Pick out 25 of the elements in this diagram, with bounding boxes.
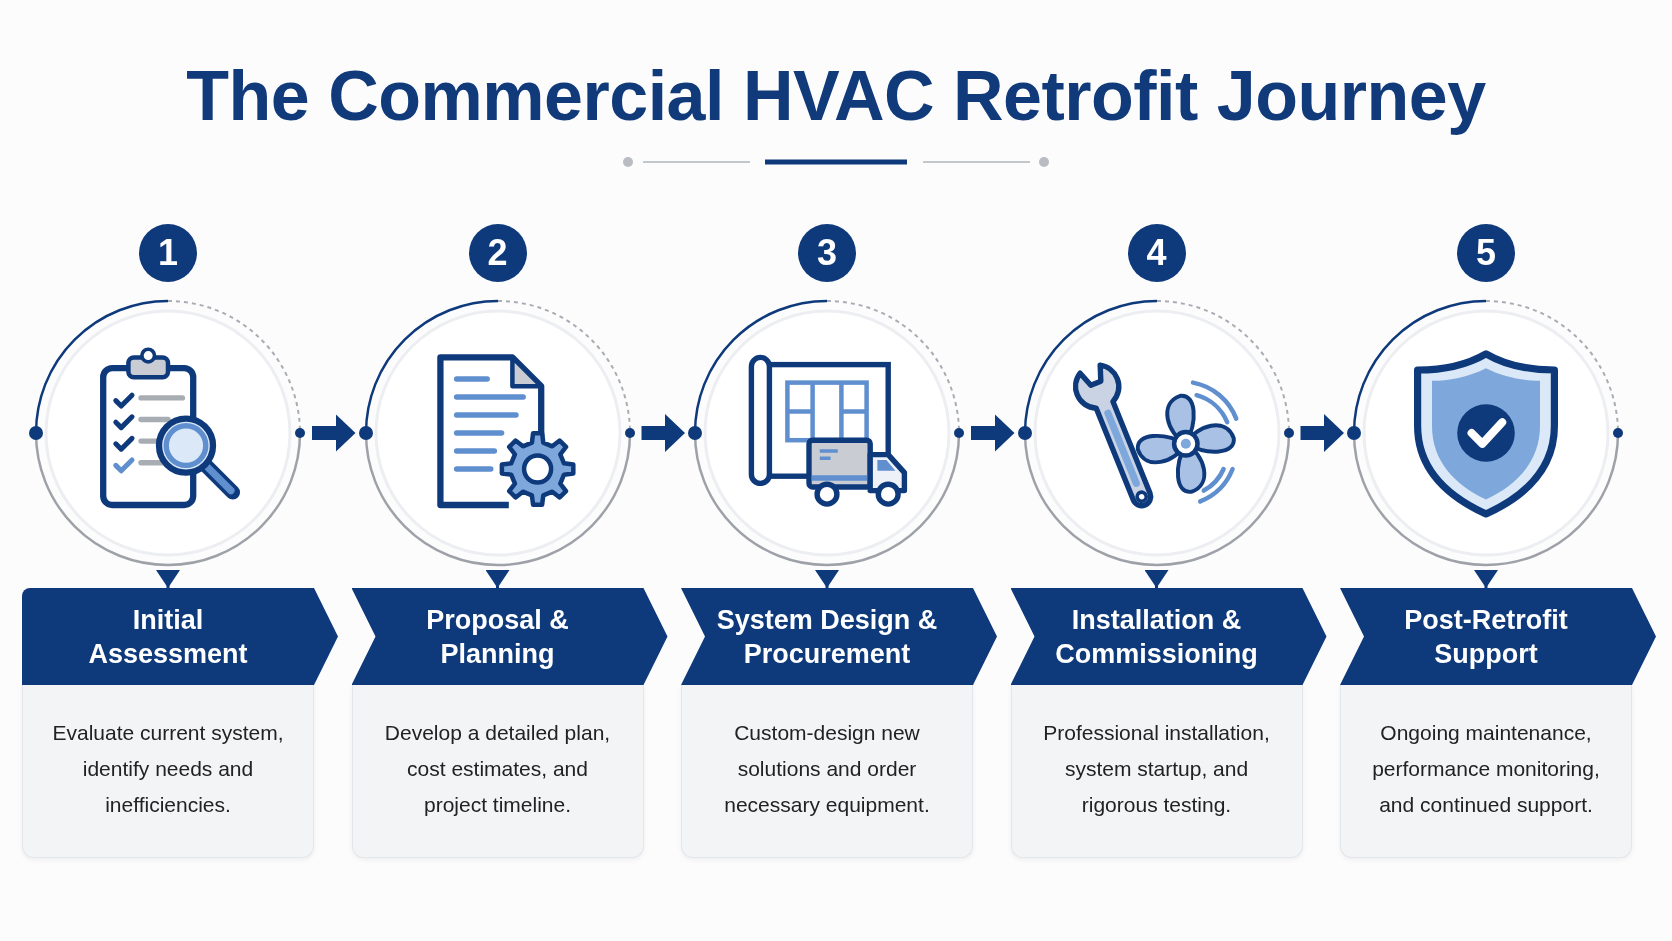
step-description: Custom-design new solutions and order necessary equipment. (681, 685, 973, 858)
step-number-badge: 1 (139, 224, 197, 282)
arrow (156, 570, 180, 588)
step-number-badge: 3 (798, 224, 856, 282)
arrow (1144, 570, 1169, 588)
arrow (641, 414, 685, 452)
title: The Commercial HVAC Retrofit Journey (186, 56, 1486, 136)
arrow (1474, 570, 1498, 588)
step-number-badge: 2 (468, 224, 527, 282)
step-description: Develop a detailed plan, cost estimates, and project timeline. (351, 685, 644, 858)
step-banner: Proposal & Planning (351, 588, 668, 685)
step-description: Ongoing maintenance, performance monitoring, and continued support. (1340, 685, 1632, 858)
step-number-badge: 4 (1127, 224, 1186, 282)
step-banner: Initial Assessment (22, 588, 338, 685)
arrow (485, 570, 510, 588)
arrow (1300, 414, 1344, 452)
step-description: Evaluate current system, identify needs and inefficiencies. (22, 685, 314, 858)
step-description: Professional installation, system startup, and rigorous testing. (1010, 685, 1303, 858)
step-number-badge: 5 (1457, 224, 1515, 282)
arrow (312, 414, 356, 452)
arrow (971, 414, 1015, 452)
step-banner: System Design & Procurement (681, 588, 997, 685)
step-banner: Installation & Commissioning (1010, 588, 1327, 685)
arrow (815, 570, 839, 588)
step-banner: Post-Retrofit Support (1340, 588, 1656, 685)
